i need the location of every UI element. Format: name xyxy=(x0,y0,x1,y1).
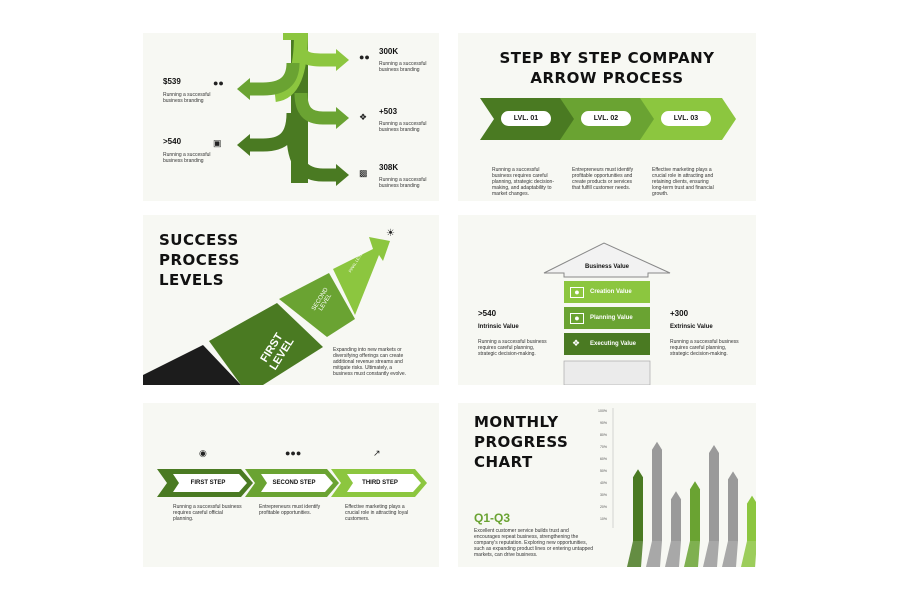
branching-arrows-graphic xyxy=(237,33,349,186)
right-value-3: 308K xyxy=(379,163,399,172)
chart-tick-label: 20% xyxy=(600,505,607,509)
value-row-planning xyxy=(564,307,650,329)
business-value-label: Business Value xyxy=(584,264,630,270)
extrinsic-value-number: +300 xyxy=(670,309,689,318)
slide6-title-2: PROGRESS xyxy=(474,433,569,451)
chart-tick-label: 60% xyxy=(600,457,607,461)
value-row-executing-label: Executing Value xyxy=(590,341,637,347)
slide2-title-line1: STEP BY STEP COMPANY xyxy=(499,49,715,67)
planning-icon: ● xyxy=(570,313,584,324)
value-row-planning-label: Planning Value xyxy=(590,315,633,321)
intrinsic-value-label: Intrinsic Value xyxy=(478,324,519,330)
handshake-icon: ❖ xyxy=(359,112,368,122)
progress-chart: 100% 90% 80% 70% 60% 50% 40% 30% 20% 10% xyxy=(598,408,756,567)
chart-tick-label: 80% xyxy=(600,433,607,437)
slide-business-value: Business Value ● ● ❖ Creation Value Plan… xyxy=(458,215,756,385)
meeting-icon: ▩ xyxy=(359,168,368,178)
intrinsic-value-number: >540 xyxy=(478,309,497,318)
slide3-desc: Expanding into new markets or diversifyi… xyxy=(333,347,407,377)
success-steps-graphic xyxy=(143,237,390,385)
second-step-label: SECOND STEP xyxy=(272,480,316,486)
chart-tick-label: 90% xyxy=(600,421,607,425)
slide6-desc: Excellent customer service builds trust … xyxy=(474,528,593,558)
third-step-label: THIRD STEP xyxy=(362,480,398,486)
slide3-title-3: LEVELS xyxy=(159,271,225,289)
people-icon: ●● xyxy=(213,78,224,88)
chart-bar xyxy=(671,491,681,541)
slide-monthly-chart: MONTHLY PROGRESS CHART Q1-Q3 Excellent c… xyxy=(458,403,756,567)
right-desc-1: Running a successful business branding xyxy=(379,61,427,73)
value-row-creation xyxy=(564,281,650,303)
chart-tick-label: 70% xyxy=(600,445,607,449)
level-desc-1: Running a successful business requires c… xyxy=(492,167,554,197)
chart-bar-base xyxy=(665,541,681,567)
slide6-subtitle: Q1-Q3 xyxy=(474,511,511,525)
chart-tick-label: 100% xyxy=(598,409,607,413)
chart-bar-base xyxy=(741,541,756,567)
slide-branching-arrows: $539 ●● Running a successful business br… xyxy=(143,33,439,201)
house-graphic xyxy=(543,242,671,385)
first-step-label: FIRST STEP xyxy=(190,480,226,486)
steps-arrows-graphic xyxy=(157,469,427,497)
left-value-1: $539 xyxy=(163,77,181,86)
value-row-creation-label: Creation Value xyxy=(590,289,632,295)
second-step-desc: Entrepreneurs must identify profitable o… xyxy=(259,504,321,516)
chart-tick-label: 40% xyxy=(600,481,607,485)
left-desc-2: Running a successful business branding xyxy=(163,152,211,164)
group-icon: ●● xyxy=(359,52,370,62)
level-desc-3: Effective marketing plays a crucial role… xyxy=(652,167,714,197)
right-value-1: 300K xyxy=(379,47,399,56)
level-pill-3: LVL. 03 xyxy=(661,111,711,126)
intrinsic-value-desc: Running a successful business requires c… xyxy=(478,339,547,357)
chart-bar-base xyxy=(703,541,719,567)
right-value-2: +503 xyxy=(379,107,398,116)
slide6-title-1: MONTHLY xyxy=(474,413,559,431)
slide-steps: ◉ ●●● ↗ FIRST STEP SECOND STEP THIRD STE… xyxy=(143,403,439,567)
chart-bar xyxy=(709,445,719,541)
slide-arrow-process: STEP BY STEP COMPANY ARROW PROCESS LVL. … xyxy=(458,33,756,201)
chart-bar xyxy=(633,469,643,541)
chart-tick-label: 10% xyxy=(600,517,607,521)
left-desc-1: Running a successful business branding xyxy=(163,92,211,104)
right-desc-3: Running a successful business branding xyxy=(379,177,427,189)
chart-bar-base xyxy=(627,541,643,567)
chart-bar-base xyxy=(722,541,738,567)
slide3-title-1: SUCCESS xyxy=(159,231,239,249)
chart-bar-base xyxy=(646,541,662,567)
location-people-icon: ◉ xyxy=(199,448,207,458)
chart-bar xyxy=(728,471,738,541)
growth-people-icon: ↗ xyxy=(373,448,381,458)
right-desc-2: Running a successful business branding xyxy=(379,121,427,133)
chart-tick-label: 50% xyxy=(600,469,607,473)
level-pill-2: LVL. 02 xyxy=(581,111,631,126)
handshake-icon: ❖ xyxy=(571,338,581,348)
slide2-title-line2: ARROW PROCESS xyxy=(530,69,684,87)
slide3-title-2: PROCESS xyxy=(159,251,240,269)
chart-bar xyxy=(652,441,662,541)
extrinsic-value-label: Extrinsic Value xyxy=(670,324,713,330)
value-row-executing xyxy=(564,333,650,355)
chart-bar xyxy=(747,495,756,541)
chart-tick-label: 30% xyxy=(600,493,607,497)
first-step-desc: Running a successful business requires c… xyxy=(173,504,242,522)
third-step-desc: Effective marketing plays a crucial role… xyxy=(345,504,409,522)
team-icon: ● xyxy=(570,287,584,298)
group-icon: ●●● xyxy=(285,448,302,458)
slide6-title-3: CHART xyxy=(474,453,533,471)
presentation-icon: ▣ xyxy=(213,138,222,148)
extrinsic-value-desc: Running a successful business requires c… xyxy=(670,339,739,357)
left-value-2: >540 xyxy=(163,137,182,146)
chart-bar-base xyxy=(684,541,700,567)
level-pill-1: LVL. 01 xyxy=(501,111,551,126)
chart-bar xyxy=(690,481,700,541)
slide-success-levels: SUCCESS PROCESS LEVELS FIRST LEVEL SECON… xyxy=(143,215,439,385)
level-desc-2: Entrepreneurs must identify profitable o… xyxy=(572,167,634,191)
lightbulb-icon: ☀ xyxy=(386,228,395,239)
